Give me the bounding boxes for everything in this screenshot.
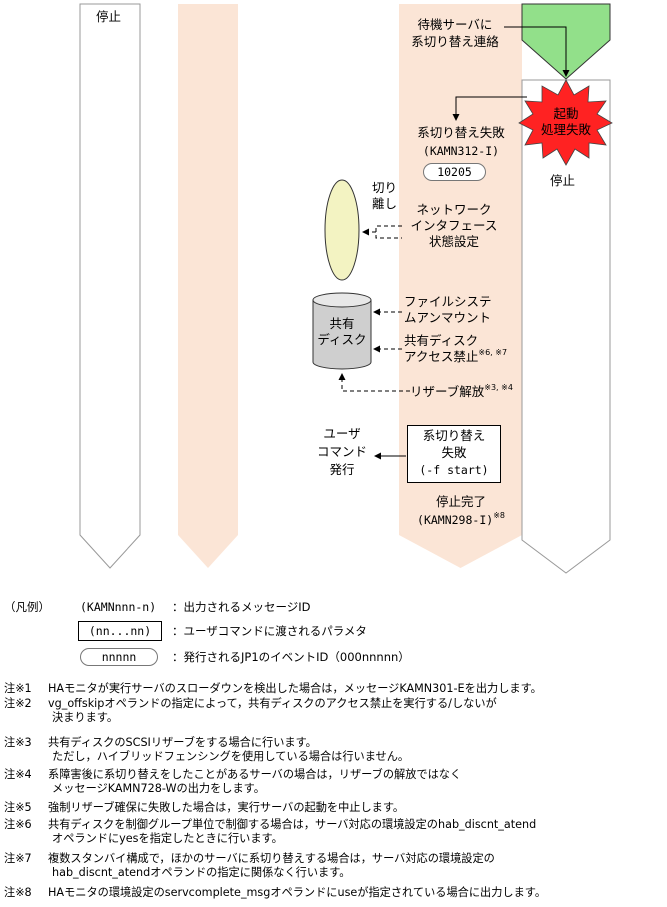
detach-connector [375,225,402,239]
stop-done-line-2: (KAMN298-I)※8 [400,512,522,528]
reserve-release: リザーブ解放※3, ※4 [410,384,513,400]
standby-notify-line-2: 系切り替え連絡 [411,34,499,49]
note-label: 注※3 [4,736,32,749]
note-text: vg_offskipオペランドの指定によって，共有ディスクのアクセス禁止を実行す… [48,697,497,710]
legend-event-box [80,648,158,666]
stop-done-sup: ※8 [493,511,505,520]
note-4: 注※4 系障害後に系切り替えをしたことがあるサーバの場合は，リザーブの解放ではなく… [4,768,461,795]
fs-unmount-line-2: ムアンマウント [404,310,492,325]
note-7: 注※7 複数スタンバイ構成で，ほかのサーバに系切り替えする場合は，サーバ対応の環境… [4,852,495,879]
network-line-3: 状態設定 [428,234,479,249]
detach-line-1: 切り [372,180,398,195]
note-text: HAモニタの環境設定のservcomplete_msgオペランドにuseが指定さ… [48,886,547,899]
note-label: 注※4 [4,768,32,781]
fs-unmount-line-1: ファイルシステ [404,294,492,309]
note-text: ただし，ハイブリッドフェンシングを使用している場合は行いません。 [52,749,410,763]
ellipse-shape [324,179,360,281]
command-box [407,425,501,483]
disk-access-text: アクセス禁止 [404,349,479,364]
disk-access-sup: ※6, ※7 [478,348,508,357]
startup-failure-line-2: 処理失敗 [540,122,591,137]
note-8: 注※8 HAモニタの環境設定のservcomplete_msgオペランドにuseが… [4,886,546,900]
legend-desc-param: ：ユーザコマンドに渡されるパラメタ [172,624,367,638]
note-5: 注※5 強制リザーブ確保に失敗した場合は，実行サーバの起動を中止します。 [4,801,404,815]
user-cmd-line-1: ユーザ [323,426,361,441]
legend-sample-event: nnnnn [101,650,137,664]
reserve-arrow [338,373,410,392]
cmd-box-line-2: 失敗 [441,445,467,460]
legend-desc-message: ：出力されるメッセージID [172,600,311,614]
failure-arrow [452,96,527,121]
note-text: オペランドにyesを指定したときに行います。 [52,831,283,845]
note-label: 注※5 [4,801,32,814]
switch-fail-line-1: 系切り替え失敗 [417,125,505,140]
user-cmd-line-2: コマンド [316,444,367,459]
note-text: HAモニタが実行サーバのスローダウンを検出した場合は，メッセージKAMN301-… [48,682,542,695]
note-2: 注※2 vg_offskipオペランドの指定によって，共有ディスクのアクセス禁止を… [4,697,497,724]
disk-shape [312,292,372,370]
lane-4-arrow [521,79,611,574]
network-line-2: インタフェース [410,218,498,233]
note-text: 決まります。 [52,710,119,724]
note-6: 注※6 共有ディスクを制御グループ単位で制御する場合は，サーバ対応の環境設定のha… [4,818,536,845]
network-line-1: ネットワーク [416,202,492,217]
note-text: メッセージKAMN728-Wの出力をします。 [52,781,265,795]
detach-line-2: 離し [372,196,398,211]
switch-fail-line-2: (KAMN312-I) [422,144,500,158]
note-label: 注※2 [4,697,32,710]
stop-done-line-1: 停止完了 [435,494,486,509]
lane-4-stop-label: 停止 [550,173,576,188]
note-1: 注※1 HAモニタが実行サーバのスローダウンを検出した場合は，メッセージKAMN3… [4,682,542,696]
notify-arrow [504,26,570,77]
legend-param-box [78,621,162,641]
disk-access-line-1: 共有ディスク [404,333,479,348]
note-label: 注※8 [4,886,32,899]
legend-desc-event: ：発行されるJP1のイベントID（000nnnnn） [172,650,410,664]
note-text: 系障害後に系切り替えをしたことがあるサーバの場合は，リザーブの解放ではなく [48,768,462,781]
lane-2-arrow [178,4,238,568]
disk-access-line-2: アクセス禁止※6, ※7 [404,349,507,365]
legend-sample-param: (nn...nn) [88,624,152,638]
lane-shapes [79,3,613,574]
note-text: 複数スタンバイ構成で，ほかのサーバに系切り替えする場合は，サーバ対応の環境設定の [48,852,495,865]
reserve-sup: ※3, ※4 [484,383,513,392]
standby-notify-line-1: 待機サーバに [417,17,493,32]
cmd-box-line-1: 系切り替え [422,428,486,443]
note-label: 注※7 [4,852,32,865]
legend-sample-message: (KAMNnnn-n) [80,600,157,614]
disk-label-line-1: 共有 [329,316,355,331]
lane-1-arrow [79,3,141,569]
reserve-text: リザーブ解放 [410,384,485,399]
event-id-box [423,163,486,181]
disk-label-line-2: ディスク [317,332,367,347]
note-text: 強制リザーブ確保に失敗した場合は，実行サーバの起動を中止します。 [48,801,405,814]
note-text: hab_discnt_atendオペランドの指定に関係なく行います。 [52,865,351,879]
note-label: 注※1 [4,682,32,695]
burst-shape [518,79,613,166]
stop-done-msg: (KAMN298-I) [417,513,494,527]
event-id: 10205 [437,165,472,179]
legend-title: （凡例） [4,600,50,614]
note-3: 注※3 共有ディスクのSCSIリザーブをする場合に行います。 ただし，ハイブリッド… [4,736,409,763]
note-text: 共有ディスクを制御グループ単位で制御する場合は，サーバ対応の環境設定のhab_d… [48,818,537,831]
user-cmd-line-3: 発行 [329,462,355,477]
note-text: 共有ディスクのSCSIリザーブをする場合に行います。 [48,736,317,749]
cmd-box-line-3: (-f start) [419,463,489,477]
startup-failure-line-1: 起動 [553,106,579,121]
lane-3-arrow [399,4,522,568]
lane-1-stop-label: 停止 [96,9,122,24]
note-label: 注※6 [4,818,32,831]
